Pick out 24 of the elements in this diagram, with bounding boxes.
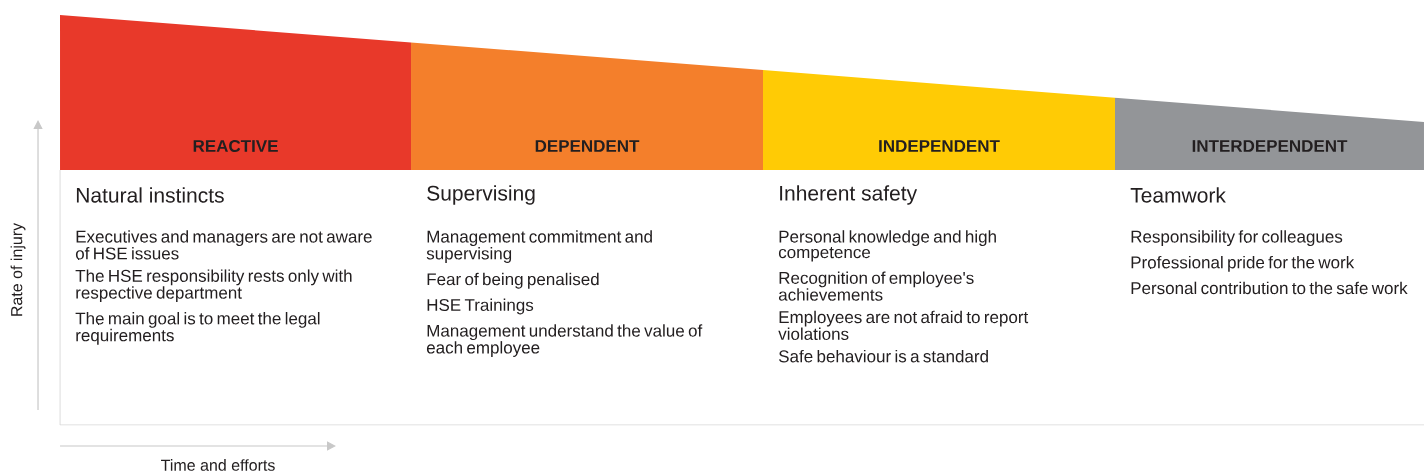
list-item: Management commitment and supervising	[426, 230, 652, 263]
list-item: Safe behaviour is a standard	[779, 349, 988, 363]
list-item: Fear of being penalised	[427, 272, 599, 289]
stage-heading: Natural instincts	[76, 187, 224, 203]
axis-label: Rate of injury	[10, 222, 26, 316]
stage-heading: Supervising	[427, 185, 535, 205]
list-item: Executives and managers are not aware of HSE issues	[75, 230, 372, 260]
axis-label: Time and efforts	[161, 459, 275, 471]
stage-heading: Inherent safety	[780, 185, 918, 205]
stage-band: REACTIVE	[60, 15, 411, 170]
list-item: The HSE responsibility rests only with respective department	[75, 269, 352, 303]
stage-heading: Teamwork	[1130, 187, 1226, 203]
list-item: The main goal is to meet the legal requirements	[75, 312, 320, 345]
stage-band: DEPENDENT	[411, 42, 763, 170]
list-item: Management understand the value of each employee	[426, 324, 703, 357]
stage-band: INTERDEPENDENT	[1115, 97, 1424, 170]
stage-band: INDEPENDENT	[763, 70, 1115, 170]
list-item: Personal knowledge and high competence	[778, 230, 996, 262]
list-item: Professional pride for the work	[1131, 255, 1355, 272]
list-item: HSE Trainings	[427, 298, 534, 315]
list-item: Recognition of employee's achievements	[778, 271, 974, 301]
list-item: Responsibility for colleagues	[1131, 230, 1343, 247]
list-item: Personal contribution to the safe work	[1131, 281, 1408, 295]
list-item: Employees are not afraid to report violations	[778, 310, 1029, 340]
